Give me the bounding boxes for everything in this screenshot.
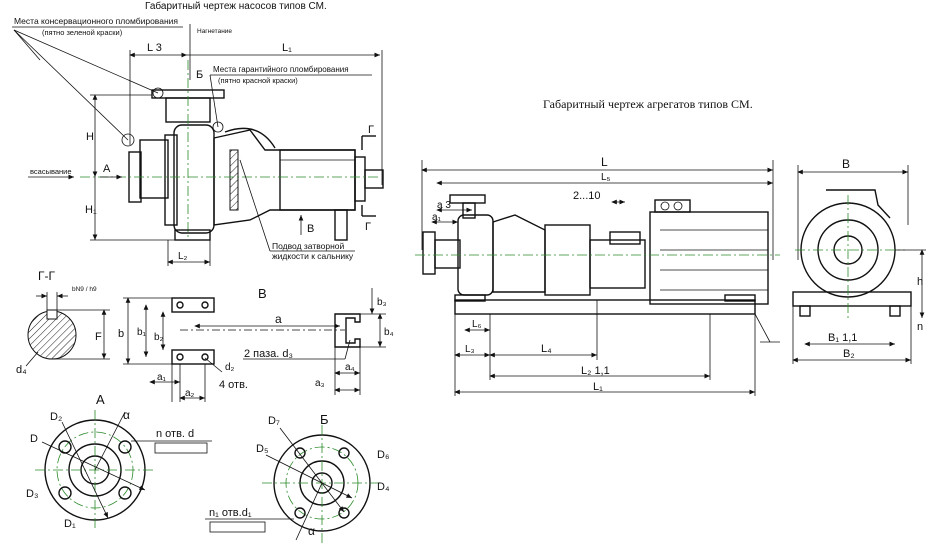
dim-D4: D₄	[377, 481, 390, 493]
dim-unit-a1: a₁	[432, 212, 442, 223]
dim-end-n: n	[917, 321, 923, 333]
dim-L2: L₂	[178, 251, 188, 262]
view-a-title: A	[96, 392, 105, 407]
dim-b4: b₄	[384, 327, 394, 338]
dim-L3: L 3	[147, 42, 162, 54]
dim-unit-L4: L₄	[541, 343, 552, 355]
label-B-arrow: Б	[196, 69, 203, 81]
dim-D3: D₃	[26, 488, 38, 500]
dim-b3: b₃	[377, 297, 387, 308]
unit-side-view: L L₅ 2...10 a 3 a₁	[415, 155, 780, 396]
dim-d2: d₂	[225, 362, 235, 373]
dim-a3: a₃	[315, 378, 325, 389]
discharge-label: Нагнетание	[197, 28, 232, 35]
pump-drawing-title: Габаритный чертеж насосов типов СМ.	[145, 0, 327, 12]
dim-unit-L3: L₃	[465, 344, 475, 355]
holes-4: 4 отв.	[219, 379, 248, 391]
dim-unit-L1: L₁	[593, 381, 603, 393]
section-mark-G-top: Г	[368, 124, 374, 136]
dim-end-B1: B₁ 1,1	[828, 332, 857, 344]
view-v: B a b b₁ b₂ b₃ b₄ a₁ a₂ d₂ 4 отв.	[118, 286, 394, 402]
dim-end-B2: B₂	[843, 348, 855, 360]
view-b-alpha: α	[308, 524, 315, 538]
seal-supply-label: Подвод затворной	[272, 241, 345, 251]
dim-b: b	[118, 328, 124, 340]
dim-L1: L₁	[282, 42, 292, 54]
conserv-seal-note: (пятно зеленой краски)	[42, 28, 123, 37]
dim-b1: b₁	[137, 327, 147, 338]
dim-H1: H₁	[85, 204, 97, 216]
label-V-arrow: B	[307, 223, 314, 235]
slots-d3: 2 паза. d₃	[244, 348, 293, 360]
view-a-alpha: α	[123, 408, 130, 422]
unit-drawing-title: Габаритный чертеж агрегатов типов СМ.	[543, 97, 753, 111]
warranty-seal-label: Места гарантийного пломбирования	[213, 65, 349, 74]
dim-b2: b₂	[154, 332, 164, 343]
section-gg: Г-Г bN9 / h9 F d₄	[16, 269, 110, 376]
dim-D7: D₇	[268, 415, 280, 427]
suction-label: всасывание	[30, 167, 72, 176]
label-A-arrow: A	[103, 163, 111, 175]
dim-D5: D₅	[256, 443, 268, 455]
dim-a: a	[275, 312, 282, 326]
dim-d4: d₄	[16, 364, 27, 376]
dim-unit-L2: L₂ 1,1	[581, 365, 610, 377]
coupling-gap-range: 2...10	[573, 190, 601, 202]
seal-supply-label-2: жидкости к сальнику	[272, 251, 354, 261]
dim-D: D	[30, 433, 38, 445]
dim-unit-L5: L₅	[601, 172, 611, 183]
view-b: Б D₇ D₅ D₆ D₄ n₁ отв.d₁ α	[205, 412, 390, 543]
dim-H: H	[86, 131, 94, 143]
view-a-holes: n отв. d	[156, 428, 194, 440]
dim-unit-L6: L₆	[472, 319, 482, 330]
view-b-title: Б	[320, 412, 329, 427]
conserv-seal-label: Места консервационного пломбирования	[14, 16, 178, 26]
dim-F: F	[95, 331, 102, 343]
dim-unit-a3: a 3	[437, 200, 451, 211]
dim-a1: a₁	[157, 372, 167, 383]
view-v-title: B	[258, 286, 267, 301]
dim-D2: D₂	[50, 411, 62, 423]
dim-unit-L: L	[601, 155, 608, 169]
dim-end-B: B	[842, 157, 850, 171]
section-gg-title: Г-Г	[38, 269, 55, 283]
pump-side-view: Места консервационного пломбирования (пя…	[12, 16, 384, 266]
keyway-tolerance: bN9 / h9	[72, 286, 97, 293]
view-a: A α n отв. d D₂ D D₃ D₁	[26, 392, 212, 530]
dim-D6: D₆	[377, 449, 389, 461]
section-mark-G-bottom: Г	[365, 221, 371, 233]
dim-D1: D₁	[64, 518, 76, 530]
dim-a2: a₂	[185, 388, 195, 399]
view-b-holes: n₁ отв.d₁	[209, 507, 252, 519]
unit-end-view: B h B₁ 1,1 B₂ n	[792, 157, 926, 364]
warranty-seal-note: (пятно красной краски)	[218, 76, 298, 85]
dim-a4: a₄	[345, 362, 355, 373]
